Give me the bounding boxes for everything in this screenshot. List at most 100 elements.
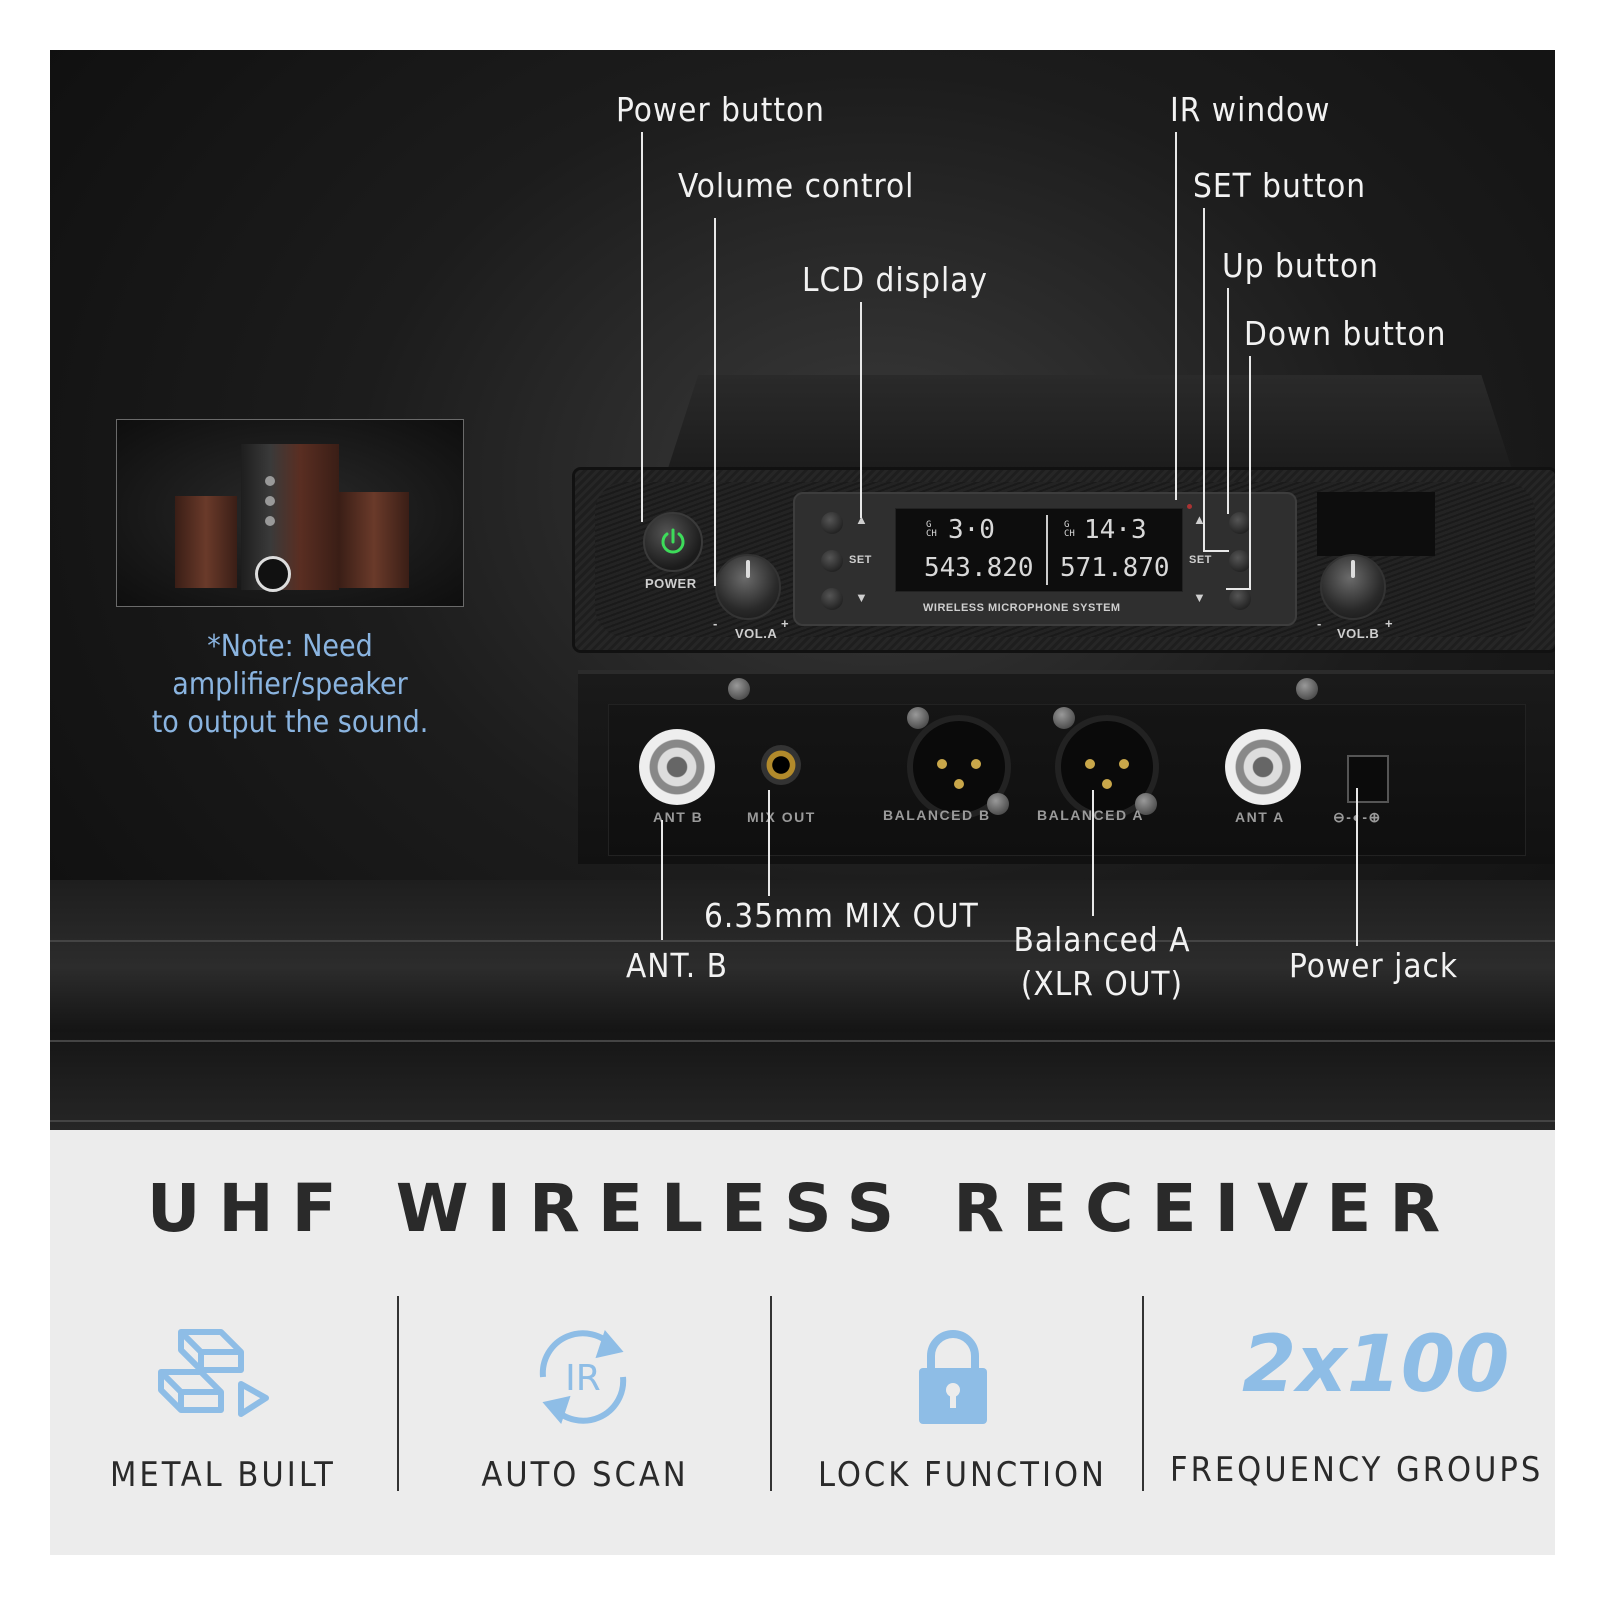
callout-ir-window: IR window	[1170, 90, 1331, 129]
lcd-a-gch: G CH	[926, 520, 937, 539]
receiver-front-panel: POWER - + VOL.A ▲ SET ▼ G CH 3·0 543.820	[575, 470, 1555, 650]
right-speaker	[339, 492, 409, 588]
left-up-button[interactable]	[821, 512, 843, 534]
right-up-arrow-icon: ▲	[1193, 512, 1207, 527]
power-button[interactable]	[643, 512, 703, 572]
leader-line	[714, 218, 716, 586]
leader-line	[1226, 588, 1250, 590]
ant-b-connector[interactable]	[639, 729, 715, 805]
leader-line	[860, 302, 862, 518]
feature-divider	[397, 1296, 399, 1491]
lcd-b-group: 14·3	[1084, 515, 1147, 545]
callout-power-button: Power button	[616, 90, 825, 129]
leader-line	[1092, 790, 1094, 916]
lcd-a-group: 3·0	[948, 515, 995, 545]
ant-a-label: ANT A	[1235, 809, 1285, 825]
ant-a-connector[interactable]	[1225, 729, 1301, 805]
feature-label-metal-built: METAL BUILT	[110, 1455, 336, 1495]
leader-line	[768, 790, 770, 896]
shelf	[50, 880, 1555, 1130]
receiver-top	[662, 375, 1517, 485]
subwoofer	[241, 444, 339, 592]
lcd-a-frequency: 543.820	[924, 553, 1034, 583]
right-down-arrow-icon: ▼	[1193, 590, 1207, 605]
vol-b-minus: -	[1317, 616, 1322, 631]
note-line-1: *Note: Need amplifier/speaker	[172, 629, 408, 702]
vol-b-plus: +	[1385, 616, 1394, 631]
leader-line	[1203, 208, 1205, 552]
callout-mix-out: 6.35mm MIX OUT	[704, 896, 979, 935]
volume-b-knob[interactable]	[1320, 554, 1386, 620]
lcd-divider	[1046, 515, 1048, 585]
up-button[interactable]	[1229, 512, 1251, 534]
frequency-groups-number: 2x100	[1242, 1320, 1510, 1410]
receiver-rear-panel: ANT B MIX OUT BALANCED B BALANCED A ANT …	[578, 670, 1554, 864]
lcd-b-gch: G CH	[1064, 520, 1075, 539]
ir-icon-text: IR	[565, 1358, 601, 1399]
power-label: POWER	[645, 576, 697, 591]
screw	[1135, 793, 1157, 815]
callout-power-jack: Power jack	[1289, 946, 1459, 985]
lcd-bezel: ▲ SET ▼ G CH 3·0 543.820 G CH 14·3 571.8…	[793, 492, 1297, 626]
screw	[1053, 707, 1075, 729]
volume-a-knob[interactable]	[715, 554, 781, 620]
right-set-label: SET	[1189, 554, 1212, 566]
leader-line	[1356, 788, 1358, 946]
mix-out-jack[interactable]	[761, 745, 801, 785]
lock-icon	[919, 1330, 987, 1424]
vol-a-minus: -	[713, 616, 718, 631]
system-name: WIRELESS MICROPHONE SYSTEM	[923, 602, 1121, 614]
power-icon	[661, 528, 685, 554]
lcd-display: G CH 3·0 543.820 G CH 14·3 571.870	[895, 508, 1183, 592]
left-set-button[interactable]	[821, 550, 843, 572]
ir-scan-icon: IR	[539, 1330, 627, 1424]
vol-b-label: VOL.B	[1337, 626, 1380, 641]
callout-down-button: Down button	[1244, 314, 1447, 353]
callout-volume-control: Volume control	[678, 166, 915, 205]
ant-b-label: ANT B	[653, 809, 704, 825]
feature-divider	[770, 1296, 772, 1491]
leader-line	[1227, 288, 1229, 514]
left-down-button[interactable]	[821, 588, 843, 610]
left-up-arrow-icon: ▲	[855, 512, 869, 527]
leader-line	[1175, 132, 1177, 500]
screw	[987, 793, 1009, 815]
balanced-a-xlr[interactable]	[1055, 715, 1159, 819]
leader-line	[661, 820, 663, 940]
mix-out-label: MIX OUT	[747, 809, 816, 825]
callout-set-button: SET button	[1193, 166, 1367, 205]
right-panel-window	[1317, 492, 1435, 556]
screw	[728, 678, 750, 700]
power-jack[interactable]	[1347, 755, 1389, 803]
metal-bars-icon	[158, 1329, 269, 1417]
feature-label-frequency-groups: FREQUENCY GROUPS	[1170, 1450, 1544, 1490]
balanced-a-line-2: (XLR OUT)	[1020, 964, 1184, 1003]
infographic: *Note: Need amplifier/speaker to output …	[50, 50, 1555, 1555]
vol-a-plus: +	[781, 616, 790, 631]
feature-divider	[1142, 1296, 1144, 1491]
callout-up-button: Up button	[1222, 246, 1379, 285]
callout-lcd-display: LCD display	[802, 260, 988, 299]
feature-label-auto-scan: AUTO SCAN	[481, 1455, 689, 1495]
ir-window	[1187, 504, 1192, 509]
down-button[interactable]	[1229, 588, 1251, 610]
left-down-arrow-icon: ▼	[855, 590, 869, 605]
vol-a-label: VOL.A	[735, 626, 778, 641]
left-set-label: SET	[849, 554, 872, 566]
feature-strip	[50, 1130, 1555, 1555]
balanced-a-label: BALANCED A	[1037, 807, 1145, 823]
feature-label-lock-function: LOCK FUNCTION	[818, 1455, 1107, 1495]
speaker-inset-image	[116, 419, 464, 607]
screw	[907, 707, 929, 729]
callout-ant-b: ANT. B	[626, 946, 728, 985]
leader-line	[641, 132, 643, 522]
speaker-note: *Note: Need amplifier/speaker to output …	[110, 628, 470, 742]
leader-line	[1249, 356, 1251, 590]
leader-line	[1203, 550, 1229, 552]
balanced-a-line-1: Balanced A	[1013, 920, 1191, 959]
callout-balanced-a: Balanced A (XLR OUT)	[1010, 918, 1194, 1006]
set-button[interactable]	[1229, 550, 1251, 572]
note-line-2: to output the sound.	[151, 705, 429, 740]
product-photo-area: *Note: Need amplifier/speaker to output …	[50, 50, 1555, 1130]
left-speaker	[175, 496, 237, 588]
